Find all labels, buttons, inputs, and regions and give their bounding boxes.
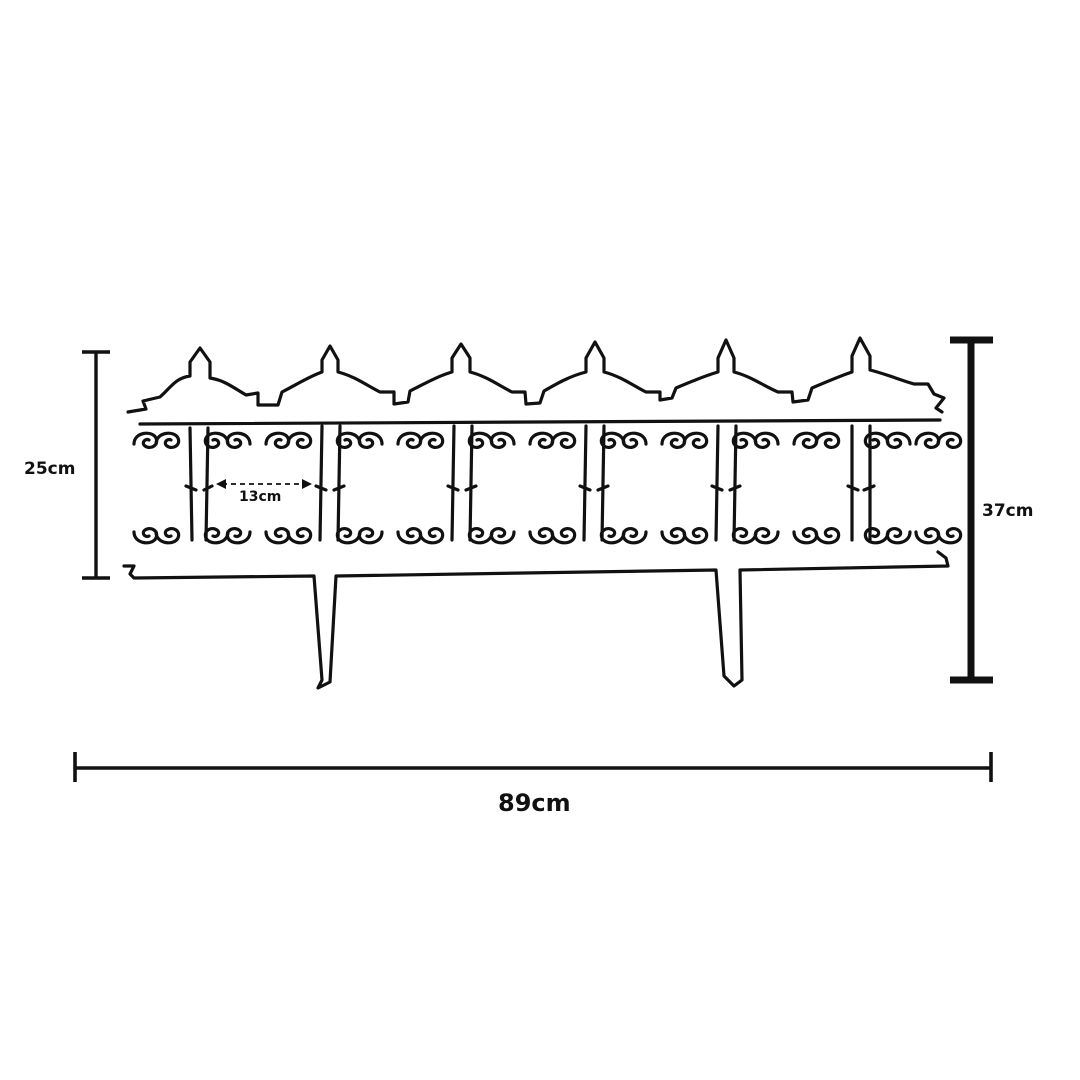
- scroll-curl: [286, 526, 313, 545]
- scroll-curl: [335, 526, 362, 545]
- scroll-curl: [814, 431, 841, 450]
- scroll-curl: [154, 431, 181, 450]
- scroll-curl: [418, 526, 445, 545]
- height-total-label: 37cm: [982, 501, 1034, 521]
- scroll-curl: [489, 431, 516, 450]
- scroll-curl: [814, 526, 841, 545]
- scroll-curl: [225, 431, 252, 450]
- height-main-dimension-line: [82, 350, 110, 580]
- scroll-curl: [225, 526, 252, 545]
- scroll-curl: [914, 431, 941, 450]
- scroll-curl: [550, 431, 577, 450]
- scroll-curl: [660, 526, 687, 545]
- gap-width-label: 13cm: [239, 489, 282, 505]
- fence-post: [184, 426, 214, 542]
- scroll-curl: [418, 431, 445, 450]
- scroll-curl: [936, 431, 963, 450]
- fence-upper-rail: [138, 418, 942, 426]
- scroll-curl: [264, 431, 291, 450]
- fence-upper-scrolls: [132, 431, 963, 450]
- scroll-curl: [682, 526, 709, 545]
- fence-post: [578, 424, 610, 542]
- scroll-curl: [357, 431, 384, 450]
- scroll-curl: [682, 431, 709, 450]
- scroll-curl: [885, 431, 912, 450]
- scroll-curl: [203, 526, 230, 545]
- fence-outline: [122, 336, 950, 690]
- scroll-curl: [753, 526, 780, 545]
- fence-post: [846, 424, 876, 542]
- scroll-curl: [132, 526, 159, 545]
- scroll-curl: [132, 431, 159, 450]
- fence-lower-rail: [122, 550, 950, 690]
- scroll-curl: [914, 526, 941, 545]
- fence-posts: [184, 424, 876, 542]
- gap-dimension-arrow: [216, 479, 312, 489]
- scroll-curl: [528, 431, 555, 450]
- scroll-curl: [753, 431, 780, 450]
- scroll-curl: [731, 526, 758, 545]
- scroll-curl: [621, 526, 648, 545]
- fence-post: [710, 424, 742, 542]
- scroll-curl: [264, 526, 291, 545]
- scroll-curl: [550, 526, 577, 545]
- scroll-curl: [154, 526, 181, 545]
- scroll-curl: [792, 431, 819, 450]
- scroll-curl: [467, 526, 494, 545]
- scroll-curl: [885, 526, 912, 545]
- scroll-curl: [599, 526, 626, 545]
- scroll-curl: [396, 526, 423, 545]
- height-main-label: 25cm: [24, 459, 76, 479]
- scroll-curl: [792, 526, 819, 545]
- fence-lower-scrolls: [132, 526, 963, 545]
- scroll-curl: [286, 431, 313, 450]
- scroll-curl: [357, 526, 384, 545]
- width-dimension-line: [73, 752, 993, 782]
- scroll-curl: [660, 431, 687, 450]
- fence-top-edge: [126, 336, 946, 414]
- scroll-curl: [396, 431, 423, 450]
- fence-post: [314, 424, 346, 542]
- scroll-curl: [528, 526, 555, 545]
- fence-post: [446, 424, 478, 542]
- scroll-curl: [621, 431, 648, 450]
- scroll-curl: [936, 526, 963, 545]
- scroll-curl: [489, 526, 516, 545]
- height-total-dimension-line: [950, 336, 993, 684]
- total-width-label: 89cm: [498, 789, 571, 817]
